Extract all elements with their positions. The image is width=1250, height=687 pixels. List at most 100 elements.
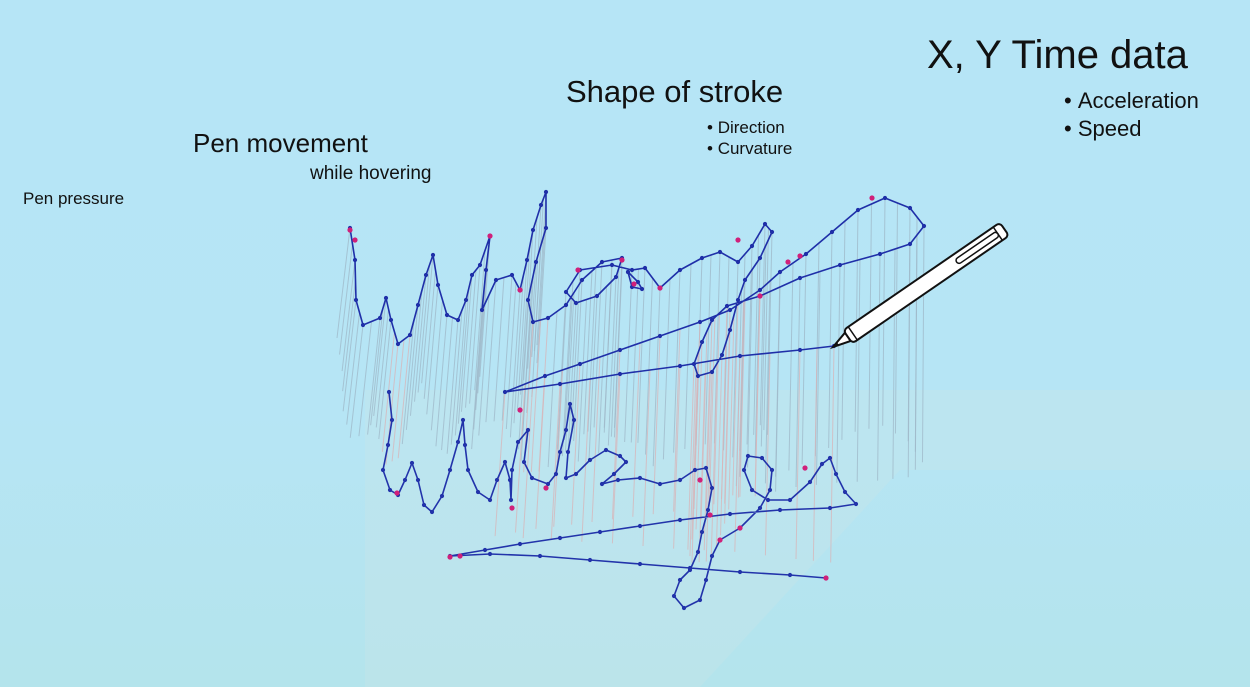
connector-line	[630, 268, 639, 443]
sample-point	[695, 373, 701, 379]
connector-line	[423, 269, 436, 399]
connector-line	[907, 207, 911, 442]
sample-point	[563, 475, 569, 481]
connector-line	[391, 339, 405, 462]
sample-point	[777, 269, 783, 275]
connector-line	[815, 271, 821, 485]
sample-point	[657, 481, 663, 487]
connector-line	[346, 312, 360, 425]
connector-line	[493, 277, 505, 422]
sample-point	[629, 267, 635, 273]
pressure-point	[575, 267, 581, 273]
bullet-curvature: Curvature	[707, 138, 793, 159]
sample-point	[557, 535, 563, 541]
connector-line	[732, 299, 739, 496]
connector-line	[652, 335, 661, 515]
sample-point	[571, 417, 577, 423]
connector-line	[518, 299, 529, 450]
connector-line	[775, 271, 781, 477]
connector-line	[710, 363, 718, 555]
connector-line	[812, 347, 818, 561]
connector-line	[520, 244, 531, 395]
connector-line	[801, 253, 807, 465]
connector-line	[336, 227, 351, 339]
connector-line	[358, 321, 372, 437]
sample-point	[517, 541, 523, 547]
connector-line	[705, 319, 713, 510]
sample-point	[557, 449, 563, 455]
connector-line	[505, 282, 517, 430]
sample-point	[829, 229, 835, 235]
pressure-point	[802, 465, 808, 471]
connector-line	[567, 302, 577, 463]
connector-line	[450, 309, 463, 445]
sample-point	[389, 417, 395, 423]
sample-point	[563, 302, 569, 308]
connector-line	[662, 278, 671, 460]
sample-point	[737, 569, 743, 575]
sample-point	[717, 249, 723, 255]
sample-point	[435, 282, 441, 288]
connector-line	[409, 289, 423, 416]
sample-point	[921, 223, 927, 229]
sample-point	[415, 302, 421, 308]
connector-line	[611, 373, 621, 544]
sample-point	[623, 459, 629, 465]
connector-line	[397, 334, 411, 459]
sample-point	[521, 459, 527, 465]
sample-point	[395, 341, 401, 347]
connector-line	[523, 229, 534, 381]
pressure-point	[487, 233, 493, 239]
sample-point	[697, 319, 703, 325]
sample-point	[677, 477, 683, 483]
sample-point	[749, 243, 755, 249]
sample-point	[599, 481, 605, 487]
sample-point	[757, 255, 763, 261]
connector-line	[746, 245, 753, 445]
pressure-point	[785, 259, 791, 265]
connector-line	[591, 356, 601, 523]
sample-point	[609, 262, 615, 268]
sample-point	[542, 373, 548, 379]
connector-line	[723, 256, 730, 451]
connector-line	[342, 279, 356, 392]
sample-point	[557, 381, 563, 387]
sample-point	[444, 312, 450, 318]
sample-point	[877, 251, 883, 257]
pressure-point	[737, 525, 743, 531]
sample-point	[681, 605, 687, 611]
connector-line	[724, 309, 731, 504]
sample-point	[509, 467, 515, 473]
sample-point	[594, 293, 600, 299]
sample-point	[625, 269, 631, 275]
sample-point	[639, 286, 645, 292]
sample-point	[907, 241, 913, 247]
connector-line	[713, 312, 720, 505]
connector-line	[405, 304, 419, 431]
sample-point	[765, 497, 771, 503]
connector-line	[673, 269, 681, 453]
sample-point	[907, 205, 913, 211]
sample-point	[460, 417, 466, 423]
connector-line	[531, 204, 542, 358]
sample-point	[642, 265, 648, 271]
connector-line	[522, 387, 533, 539]
sample-point	[797, 347, 803, 353]
sample-point	[637, 523, 643, 529]
connector-line	[856, 259, 861, 482]
connector-line	[704, 254, 712, 445]
connector-line	[367, 317, 381, 435]
connector-line	[830, 345, 835, 563]
sample-point	[429, 509, 435, 515]
sample-point	[388, 317, 394, 323]
sample-point	[447, 467, 453, 473]
sample-point	[741, 467, 747, 473]
sample-point	[709, 369, 715, 375]
connector-line	[788, 262, 794, 471]
bullet-acceleration: Acceleration	[1064, 87, 1199, 115]
connector-line	[892, 248, 896, 479]
sample-point	[352, 257, 358, 263]
stylus-pen-icon	[829, 223, 1009, 350]
sample-point	[709, 553, 715, 559]
sample-point	[767, 487, 773, 493]
